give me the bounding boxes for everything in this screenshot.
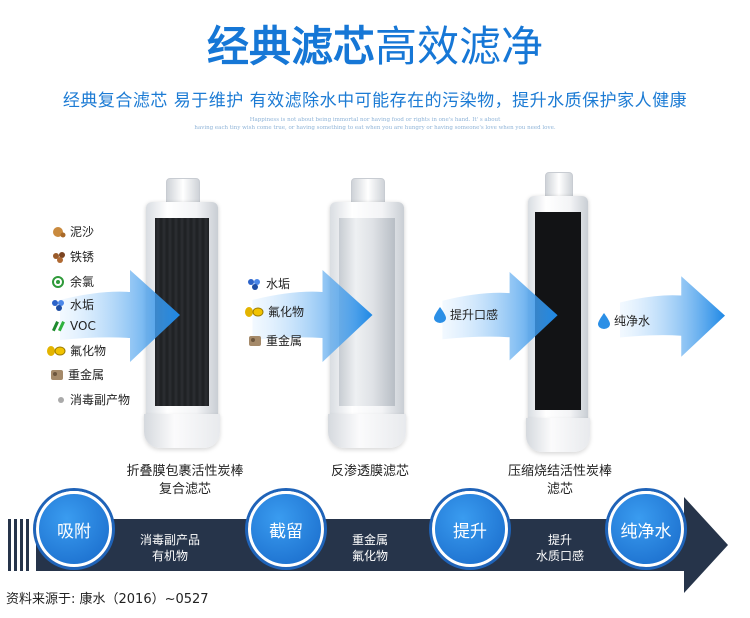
cartridge-label-composite: 折叠膜包裹活性炭棒 复合滤芯 (126, 464, 244, 497)
flow-arrow-icon (620, 276, 725, 357)
stage-desc-improve: 提升 水质口感 (535, 533, 584, 563)
band-stripe (26, 519, 29, 571)
cartridge-base (144, 414, 220, 448)
cartridge-label-ro: 反渗透膜滤芯 (330, 464, 409, 479)
tiny-line-2: having each tiny wish come true, or havi… (194, 125, 556, 131)
stage-desc-intercept: 重金属 氟化物 (351, 533, 388, 563)
contaminant-item: 泥沙 (52, 223, 94, 240)
disinfection-byproduct-icon (56, 394, 66, 406)
cartridge-base (526, 418, 590, 452)
contaminant-item: 氟化物 (46, 342, 106, 359)
decorative-english-text: Happiness is not about being immortal no… (0, 116, 750, 132)
scale-icon (248, 278, 262, 290)
flow-arrow-icon (60, 270, 180, 362)
band-stripe (14, 519, 17, 571)
page-title: 经典滤芯高效滤净 (0, 22, 750, 72)
stage-adsorb: 吸附 (36, 491, 112, 567)
sand-icon (52, 226, 66, 238)
process-band (36, 519, 684, 571)
stage-intercept: 截留 (248, 491, 324, 567)
water-drop-icon (598, 312, 610, 329)
cartridge-composite (144, 178, 220, 448)
drop-label-pure-water: 纯净水 (598, 312, 650, 329)
drop-label-taste: 提升口感 (434, 306, 498, 323)
subtitle: 经典复合滤芯 易于维护 有效滤除水中可能存在的污染物，提升水质保护家人健康 (62, 91, 688, 111)
chlorine-icon (52, 275, 66, 288)
cartridge-base (328, 414, 406, 448)
tiny-line-1: Happiness is not about being immortal no… (249, 117, 501, 123)
band-stripe (8, 519, 11, 571)
stage-desc-adsorb: 消毒副产品 有机物 (139, 533, 200, 563)
cartridge-carbon (526, 172, 590, 452)
cartridge-label-carbon: 压缩烧结活性炭棒 滤芯 (507, 464, 612, 497)
fluoride-icon (46, 345, 66, 357)
flow-arrow-icon (252, 270, 373, 362)
voc-icon (51, 320, 66, 332)
heavy-metal-icon (248, 335, 262, 347)
heavy-metal-icon (50, 369, 64, 381)
contaminant-item: 水垢 (52, 296, 94, 313)
stage-pure-water: 纯净水 (608, 491, 684, 567)
flow-arrow-icon (442, 272, 558, 361)
stage-improve: 提升 (432, 491, 508, 567)
scale-icon (52, 299, 66, 311)
contaminant-item: 铁锈 (52, 248, 94, 265)
rust-icon (52, 251, 66, 263)
source-note: 资料来源于: 康水（2016）~0527 (6, 592, 209, 607)
water-drop-icon (434, 306, 446, 323)
contaminant-item: 余氯 (52, 273, 94, 290)
contaminant-item: 重金属 (50, 366, 104, 383)
fluoride-icon (244, 306, 264, 318)
contaminant-item: 水垢 (248, 275, 290, 292)
contaminant-item: VOC (51, 319, 96, 333)
contaminant-item: 消毒副产物 (56, 391, 130, 408)
contaminant-item: 重金属 (248, 332, 302, 349)
title-bold: 经典滤芯 (206, 22, 375, 71)
title-light: 高效滤净 (375, 22, 544, 71)
process-arrow-head (684, 497, 728, 593)
contaminant-item: 氟化物 (244, 303, 304, 320)
band-stripe (20, 519, 23, 571)
